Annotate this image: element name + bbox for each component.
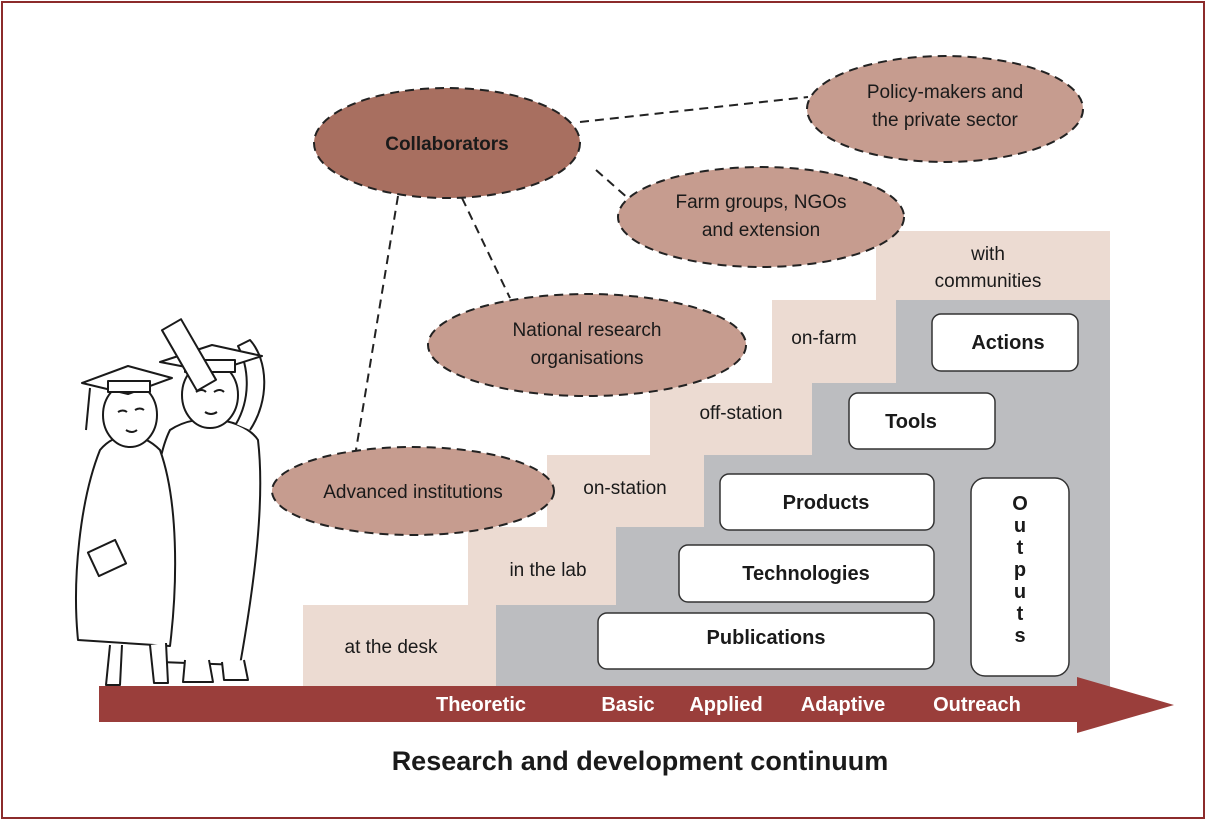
oval-national-research-line1: National research bbox=[513, 320, 662, 341]
oval-collaborators-label: Collaborators bbox=[385, 134, 509, 155]
connector-advanced bbox=[353, 195, 399, 463]
output-box-actions: Actions bbox=[931, 313, 1079, 372]
arrow-stage-adaptive: Adaptive bbox=[801, 694, 885, 716]
stair-label-lab: in the lab bbox=[509, 560, 586, 581]
outputs-letter: u bbox=[1014, 515, 1026, 537]
output-box-technologies-label: Technologies bbox=[742, 563, 869, 585]
outputs-letter: t bbox=[1017, 537, 1024, 559]
oval-farm-groups-line1: Farm groups, NGOs bbox=[675, 192, 846, 213]
stair-label-on-station: on-station bbox=[583, 478, 666, 499]
oval-national-research: National research organisations bbox=[427, 293, 747, 397]
graduates-illustration bbox=[75, 318, 266, 686]
diagram-title: Research and development continuum bbox=[392, 746, 889, 776]
output-box-products: Products bbox=[719, 473, 935, 531]
oval-advanced-institutions: Advanced institutions bbox=[271, 446, 555, 536]
collaborator-connectors bbox=[353, 96, 809, 463]
stair-label-off-station: off-station bbox=[699, 403, 782, 424]
oval-farm-groups: Farm groups, NGOs and extension bbox=[617, 166, 905, 268]
arrow-stage-applied: Applied bbox=[689, 694, 762, 716]
stair-label-desk: at the desk bbox=[345, 637, 438, 658]
output-box-publications: Publications bbox=[597, 612, 935, 670]
connector-national bbox=[461, 197, 511, 299]
arrow-stage-basic: Basic bbox=[601, 694, 654, 716]
outputs-letter: O bbox=[1012, 493, 1028, 515]
oval-farm-groups-line2: and extension bbox=[702, 220, 820, 241]
oval-collaborators: Collaborators bbox=[313, 87, 581, 199]
outputs-vertical-box bbox=[970, 477, 1070, 677]
outputs-letter: u bbox=[1014, 581, 1026, 603]
oval-policy-makers-line1: Policy-makers and bbox=[867, 82, 1023, 103]
connector-farm bbox=[595, 169, 631, 201]
arrow-stage-theoretic: Theoretic bbox=[436, 694, 526, 716]
arrow-stage-outreach: Outreach bbox=[933, 694, 1021, 716]
stair-label-communities-line1: with bbox=[970, 244, 1005, 265]
output-box-tools: Tools bbox=[848, 392, 996, 450]
oval-policy-makers-line2: the private sector bbox=[872, 110, 1018, 131]
oval-advanced-institutions-label: Advanced institutions bbox=[323, 482, 503, 503]
stair-label-communities-line2: communities bbox=[935, 271, 1042, 292]
output-box-technologies: Technologies bbox=[678, 544, 935, 603]
oval-national-research-line2: organisations bbox=[530, 348, 643, 369]
output-box-tools-label: Tools bbox=[885, 411, 937, 433]
outputs-letter: p bbox=[1014, 559, 1026, 581]
outputs-letter: s bbox=[1014, 625, 1025, 647]
outputs-letter: t bbox=[1017, 603, 1024, 625]
output-box-actions-label: Actions bbox=[971, 332, 1044, 354]
stair-label-on-farm: on-farm bbox=[791, 328, 856, 349]
oval-policy-makers: Policy-makers and the private sector bbox=[806, 55, 1084, 163]
output-box-products-label: Products bbox=[783, 492, 870, 514]
connector-policy bbox=[579, 96, 809, 123]
output-box-publications-label: Publications bbox=[707, 627, 826, 649]
continuum-arrow bbox=[99, 677, 1174, 733]
